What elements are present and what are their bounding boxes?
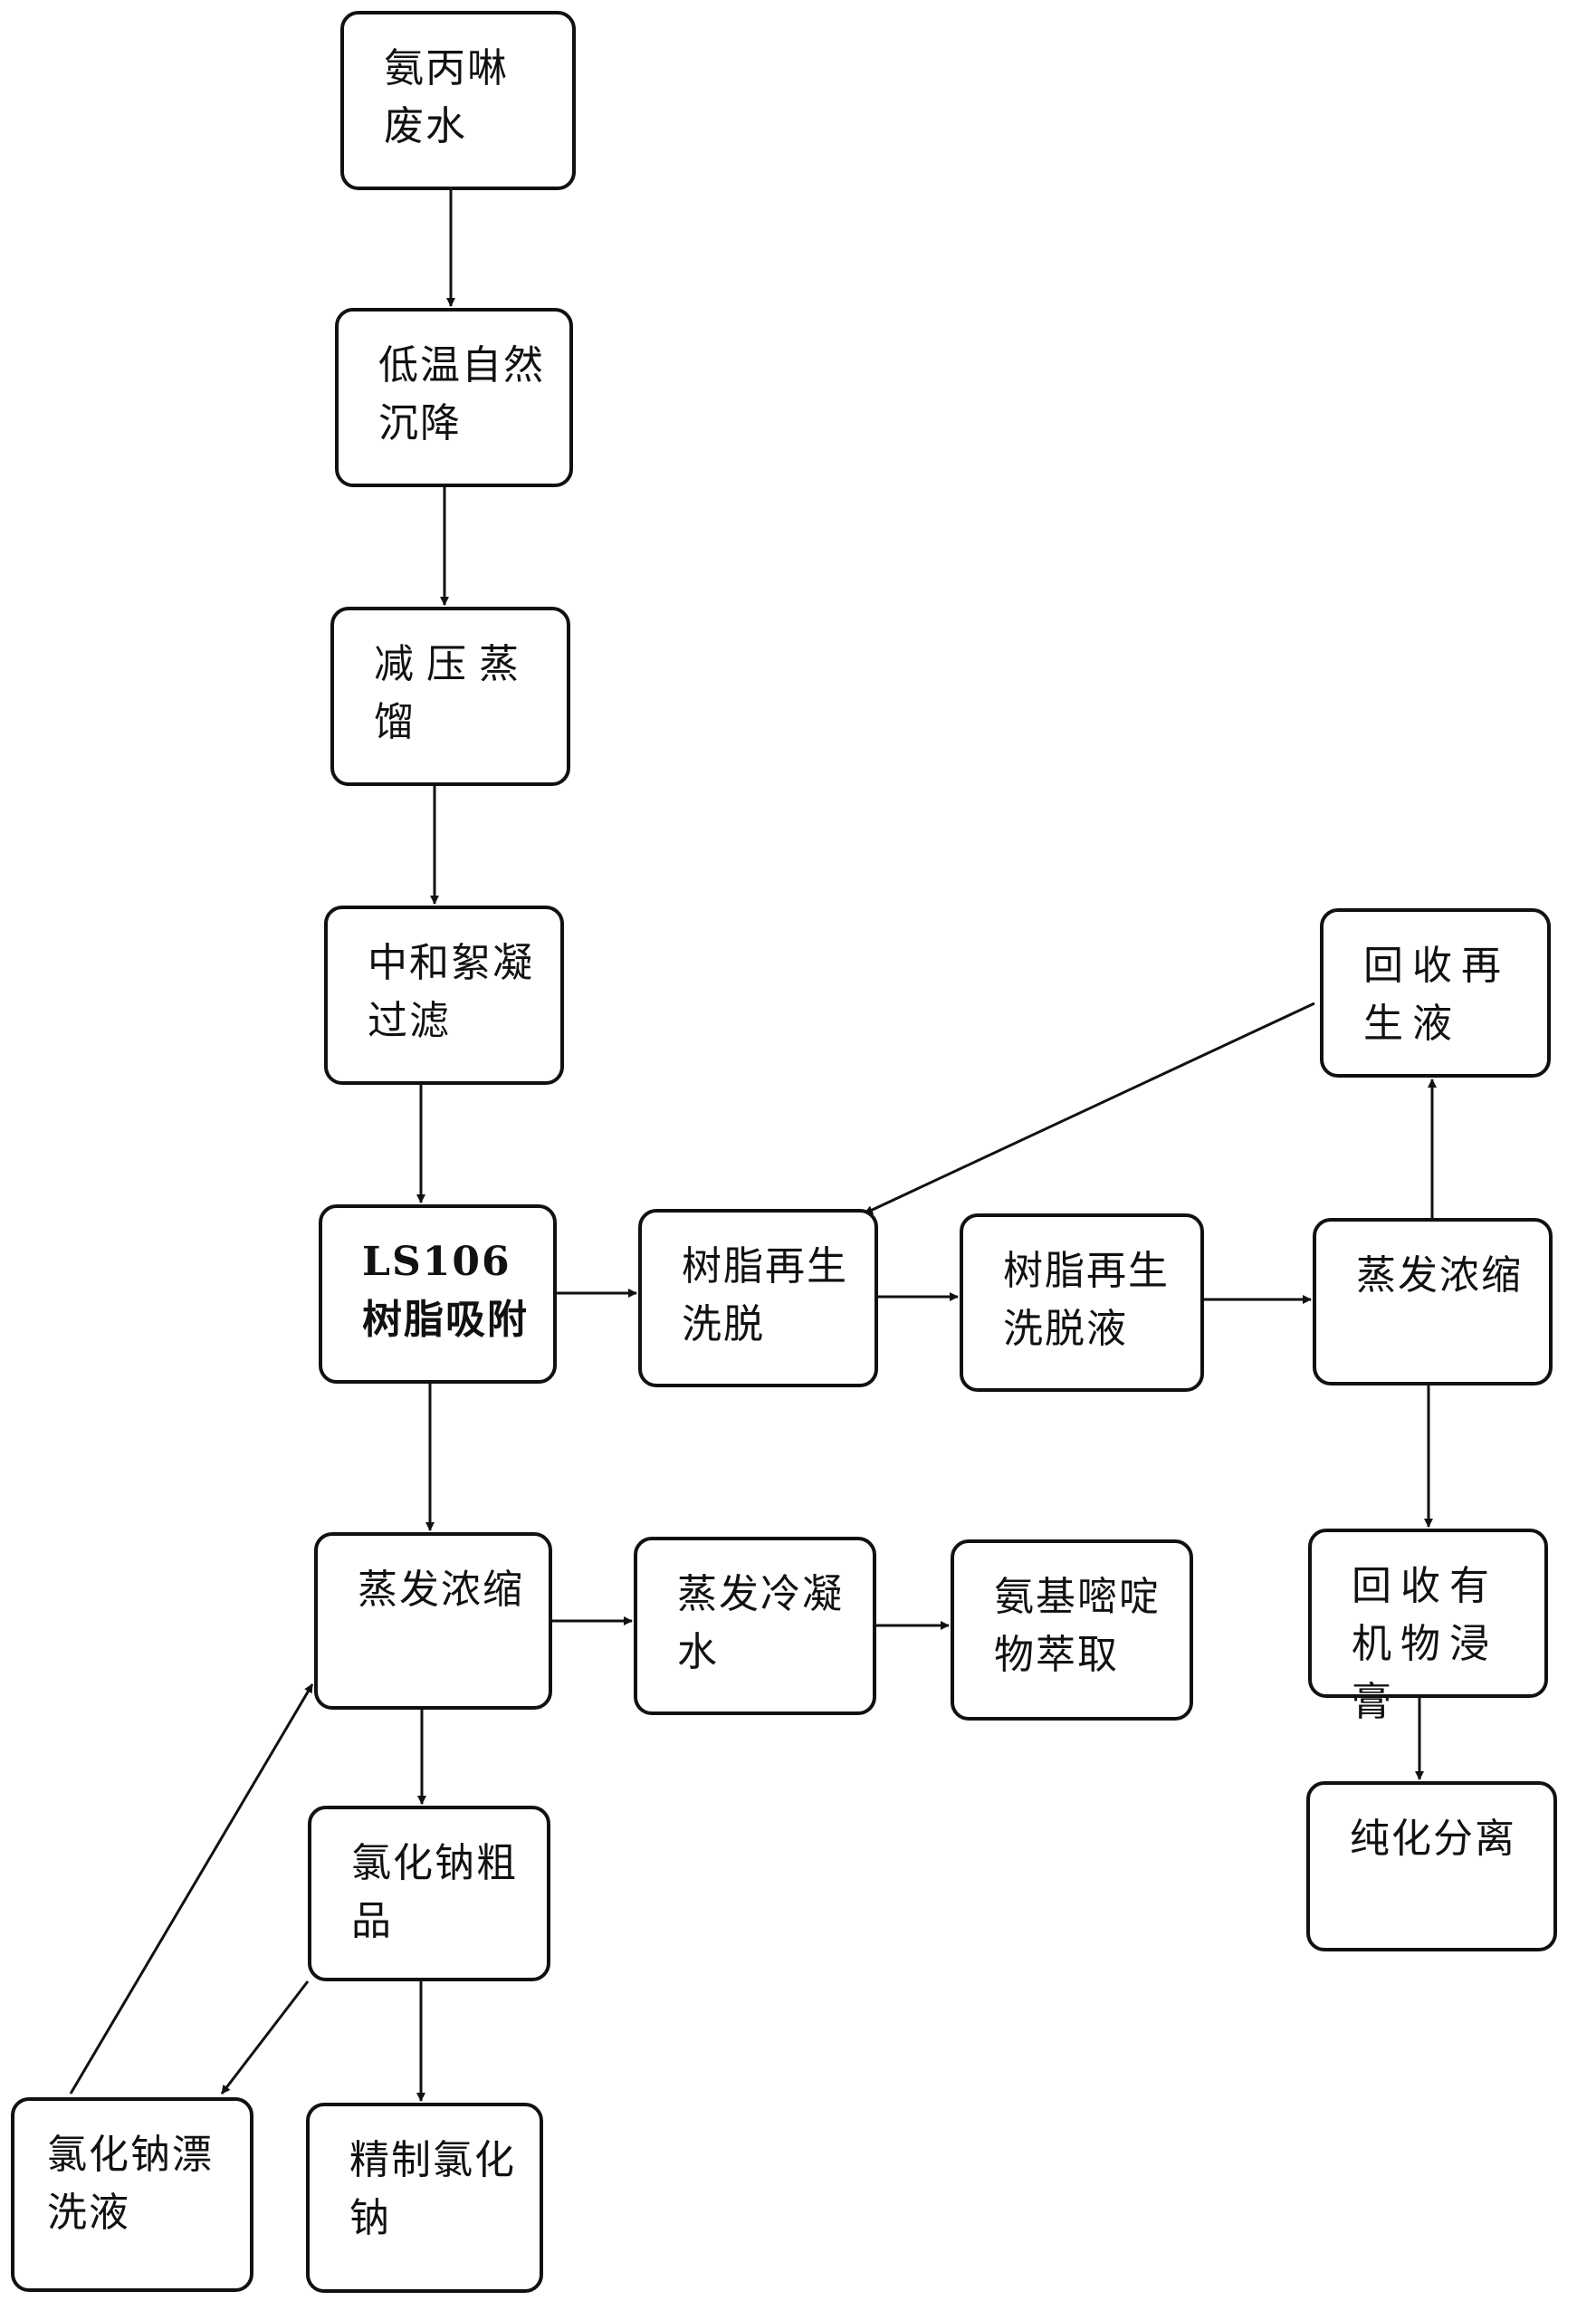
node-nacl-rinse: 氯化钠漂洗液	[11, 2097, 253, 2292]
arrow-rinse-to-evap	[69, 1683, 314, 2095]
node-recover-regen: 回收再生液	[1320, 908, 1551, 1078]
node-resin-regen-elute: 树脂再生洗脱	[638, 1209, 878, 1387]
arrow-recover-regen-to-elute	[864, 1002, 1315, 1215]
node-settling: 低温自然沉降	[335, 308, 573, 487]
node-nacl-crude: 氯化钠粗品	[308, 1806, 550, 1981]
node-aminopyrimidine: 氨基嘧啶物萃取	[951, 1539, 1193, 1721]
arrow-crude-to-rinse	[220, 1980, 310, 2095]
node-evap-left: 蒸发浓缩	[314, 1532, 552, 1710]
node-regen-eluate: 树脂再生洗脱液	[960, 1213, 1204, 1392]
node-recover-organic: 回收有机物浸膏	[1308, 1529, 1548, 1725]
node-condensate: 蒸发冷凝水	[634, 1537, 876, 1715]
node-evap-right: 蒸发浓缩	[1313, 1218, 1553, 1385]
node-neutralize-filter: 中和絮凝过滤	[324, 906, 564, 1085]
node-wastewater: 氨丙啉废水	[340, 11, 576, 190]
node-resin-adsorb: LS106 树脂吸附	[319, 1204, 557, 1384]
node-nacl-refined: 精制氯化钠	[306, 2103, 543, 2293]
node-purify: 纯化分离	[1306, 1781, 1557, 1951]
node-vacuum-distill: 减压蒸馏	[330, 607, 570, 786]
